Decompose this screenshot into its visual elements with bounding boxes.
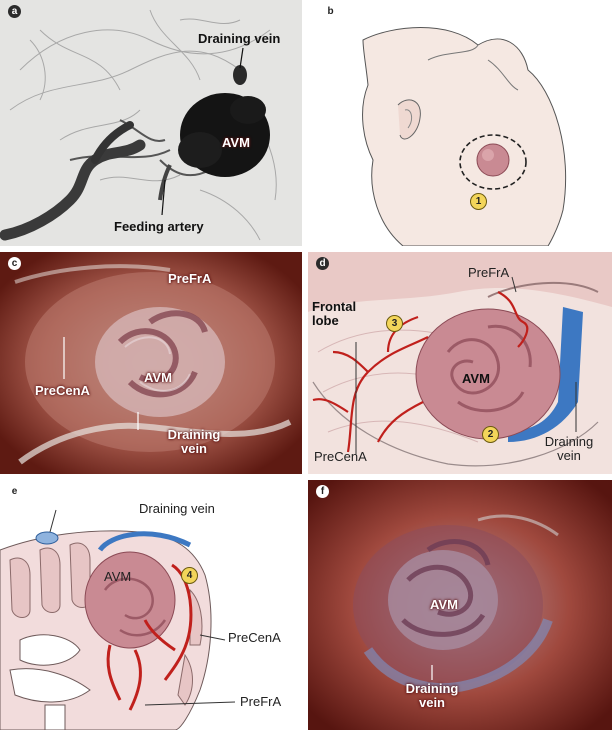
- panel-d-prefra-label: PreFrA: [468, 265, 510, 280]
- panel-c-draining-vein-label: Draining vein: [158, 428, 230, 456]
- surgical-photo-f: [308, 480, 612, 730]
- panel-c-prefra-label: PreFrA: [168, 271, 212, 286]
- illustration-d: [308, 252, 612, 474]
- panel-a-feeding-artery-label: Feeding artery: [114, 219, 204, 234]
- panel-d-draining-line1: Draining: [544, 434, 594, 449]
- panel-f-surgical-photo: f AVM Draining vein: [308, 480, 612, 730]
- panel-a-draining-vein-label: Draining vein: [198, 31, 281, 46]
- panel-d-letter: d: [316, 257, 329, 270]
- panel-b-letter: b: [327, 6, 334, 17]
- panel-e-letter: e: [11, 486, 18, 497]
- panel-b-head-illustration: b 1: [308, 0, 612, 246]
- panel-a-letter: a: [8, 5, 21, 18]
- panel-d-frontal-line1: Frontal: [312, 299, 357, 314]
- panel-d-precena-label: PreCenA: [314, 449, 367, 464]
- panel-d-frontal-line2: lobe: [312, 313, 339, 328]
- panel-c-letter: c: [8, 257, 21, 270]
- panel-f-draining-line1: Draining: [405, 681, 459, 696]
- surgical-photo-c: [0, 252, 302, 474]
- marker-1-badge: 1: [470, 193, 487, 210]
- marker-2-badge: 2: [482, 426, 499, 443]
- panel-e-coronal-illustration: e Draining vein AVM 4 PreCenA PreFrA: [0, 480, 302, 730]
- panel-e-avm-label: AVM: [104, 569, 132, 584]
- panel-d-frontal-lobe-label: Frontal lobe: [312, 300, 356, 328]
- panel-c-avm-label: AVM: [144, 370, 172, 385]
- panel-a-angiogram: a Draining vein AVM Feeding artery: [0, 0, 302, 246]
- panel-f-draining-vein-label: Draining vein: [396, 682, 468, 710]
- panel-d-draining-line2: vein: [557, 448, 581, 463]
- panel-e-draining-vein-label: Draining vein: [139, 501, 215, 516]
- panel-d-avm-label: AVM: [462, 371, 490, 386]
- panel-d-draining-vein-label: Draining vein: [534, 435, 604, 463]
- coronal-brain-drawing: [0, 509, 236, 730]
- panel-a-avm-label: AVM: [222, 135, 250, 150]
- panel-f-letter: f: [316, 485, 329, 498]
- head-drawing: [362, 27, 567, 246]
- marker-4-badge: 4: [181, 567, 198, 584]
- marker-3-badge: 3: [386, 315, 403, 332]
- panel-e-prefra-label: PreFrA: [240, 694, 282, 709]
- panel-c-draining-line2: vein: [180, 441, 207, 456]
- panel-f-avm-label: AVM: [430, 597, 458, 612]
- panel-c-draining-line1: Draining: [167, 427, 221, 442]
- panel-d-illustration: d PreFrA Frontal lobe 3 AVM 2 PreCenA Dr…: [308, 252, 612, 474]
- panel-c-precena-label: PreCenA: [35, 383, 90, 398]
- panel-f-draining-line2: vein: [418, 695, 445, 710]
- panel-c-surgical-photo: c PreFrA PreCenA AVM Draining vein: [0, 252, 302, 474]
- panel-e-precena-label: PreCenA: [228, 630, 281, 645]
- angiogram-image: [0, 0, 302, 246]
